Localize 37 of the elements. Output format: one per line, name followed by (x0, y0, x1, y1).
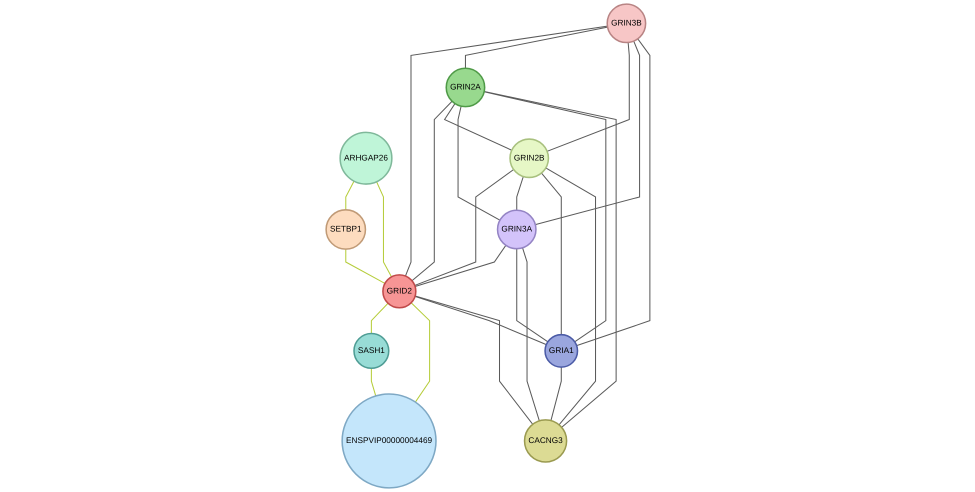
connector (516, 248, 548, 342)
connector (484, 91, 606, 342)
connector (414, 296, 546, 346)
connector (370, 368, 376, 396)
node-circle: SETBP1 (324, 209, 366, 250)
connector (484, 90, 616, 428)
connector (404, 26, 607, 276)
connector (550, 367, 562, 421)
node-circle: SASH1 (352, 332, 390, 370)
connector (457, 106, 500, 221)
connector (414, 169, 514, 286)
node-circle: GRID2 (382, 274, 416, 309)
node-circle: ENSPVIP00000004469 (340, 393, 436, 489)
connector (411, 100, 452, 282)
node-circle: ARHGAP26 (338, 132, 392, 185)
connector (534, 40, 640, 226)
connector (576, 38, 650, 346)
connector (344, 249, 385, 284)
connector (414, 245, 506, 287)
node-circle: CACNG3 (523, 419, 567, 463)
connector (370, 302, 388, 334)
connector (443, 103, 512, 151)
connector (522, 248, 540, 422)
node-circle: GRIN2B (508, 138, 549, 178)
connector (376, 182, 392, 278)
connector (414, 295, 533, 425)
node-circle: GRIN3B (606, 3, 646, 44)
connector (464, 26, 608, 68)
connector (344, 180, 354, 210)
connector (516, 176, 524, 210)
node-circle: GRIA1 (544, 334, 578, 368)
connector (540, 172, 562, 335)
connector (545, 168, 596, 426)
node-circle: GRIN3A (496, 210, 536, 250)
connector (410, 302, 430, 402)
connector (546, 42, 630, 152)
node-circle: GRIN2A (444, 68, 485, 108)
